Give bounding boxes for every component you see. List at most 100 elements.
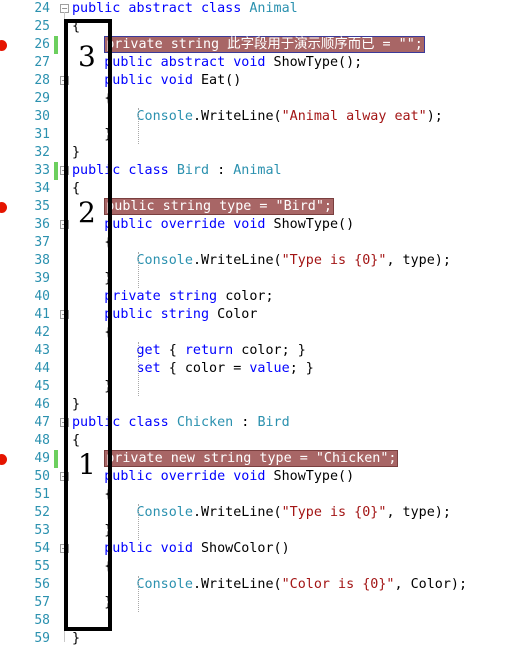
breakpoint-highlight: public string type = "Bird";: [104, 198, 334, 215]
annotation-label-3: 3: [78, 40, 96, 73]
line-number: 26: [34, 37, 50, 52]
code-token: ShowType(): [273, 217, 355, 232]
code-token: ShowType();: [273, 55, 363, 70]
code-token: {: [72, 19, 81, 34]
code-line[interactable]: set { color = value; }: [72, 360, 314, 378]
line-number: 24: [34, 1, 50, 16]
code-line[interactable]: {: [72, 18, 80, 36]
code-line[interactable]: Console.WriteLine("Color is {0}", Color)…: [72, 576, 468, 594]
change-marker: [54, 36, 58, 54]
indent-guide: [138, 342, 139, 396]
code-line[interactable]: public abstract class Animal: [72, 0, 298, 18]
code-line[interactable]: public void ShowColor(): [72, 540, 289, 558]
line-number: 56: [34, 577, 50, 592]
line-number: 49: [34, 451, 50, 466]
code-token: return: [184, 343, 234, 358]
code-token: public override void: [72, 217, 274, 232]
line-number: 43: [34, 343, 50, 358]
code-token: Console: [136, 109, 193, 124]
code-token: ShowType(): [273, 469, 355, 484]
line-number: 29: [34, 91, 50, 106]
code-line[interactable]: Console.WriteLine("Type is {0}", type);: [72, 504, 451, 522]
breakpoint-icon[interactable]: [0, 202, 7, 213]
line-number: 41: [34, 307, 50, 322]
line-number: 46: [34, 397, 50, 412]
indent-guide: [138, 252, 139, 288]
code-token: }: [72, 631, 81, 646]
code-token: public string: [72, 307, 218, 322]
line-number: 50: [34, 469, 50, 484]
code-line[interactable]: Console.WriteLine("Type is {0}", type);: [72, 252, 451, 270]
code-line[interactable]: public void Eat(): [72, 72, 241, 90]
annotation-label-2: 2: [78, 196, 96, 229]
code-token: {: [72, 181, 81, 196]
code-line[interactable]: public override void ShowType(): [72, 468, 354, 486]
code-line[interactable]: public string Color: [72, 306, 257, 324]
line-number: 33: [34, 163, 50, 178]
line-number: 47: [34, 415, 50, 430]
annotation-label-1: 1: [78, 448, 96, 481]
line-number: 35: [34, 199, 50, 214]
code-line[interactable]: get { return color; }: [72, 342, 306, 360]
code-token: ; }: [289, 361, 314, 376]
code-token: color; }: [233, 343, 306, 358]
code-line[interactable]: private new string type = "Chicken";: [72, 450, 399, 468]
code-token: public abstract class: [72, 1, 250, 16]
code-token: Console: [136, 577, 193, 592]
code-token: Color: [217, 307, 258, 322]
line-number: 44: [34, 361, 50, 376]
code-line[interactable]: public string type = "Bird";: [72, 198, 334, 216]
breakpoint-icon[interactable]: [0, 40, 7, 51]
code-token: private string: [72, 289, 226, 304]
annotation-box: [64, 19, 112, 631]
code-line[interactable]: private string color;: [72, 288, 273, 306]
line-number: 42: [34, 325, 50, 340]
code-token: .WriteLine(: [192, 505, 282, 520]
code-token: get: [72, 343, 161, 358]
code-line[interactable]: Console.WriteLine("Animal alway eat");: [72, 108, 443, 126]
code-token: Eat(): [201, 73, 242, 88]
code-token: .WriteLine(: [192, 109, 282, 124]
line-number: 25: [34, 19, 50, 34]
code-token: }: [72, 145, 81, 160]
breakpoint-icon[interactable]: [0, 454, 7, 465]
code-line[interactable]: {: [72, 432, 80, 450]
breakpoint-highlight: private string 此字段用于演示顺序而已 = "";: [104, 36, 425, 53]
code-token: , type);: [386, 253, 451, 268]
code-token: public override void: [72, 469, 274, 484]
change-marker: [54, 450, 58, 468]
code-line[interactable]: public override void ShowType(): [72, 216, 354, 234]
code-line[interactable]: public class Bird : Animal: [72, 162, 282, 180]
indent-guide: [138, 504, 139, 540]
code-line[interactable]: }: [72, 144, 80, 162]
code-token: :: [209, 163, 234, 178]
code-token: }: [72, 397, 81, 412]
code-token: );: [426, 109, 443, 124]
code-token: public abstract void: [72, 55, 274, 70]
line-number: 48: [34, 433, 50, 448]
line-number: 53: [34, 523, 50, 538]
change-marker: [54, 162, 58, 180]
indent-guide: [138, 576, 139, 612]
line-number: 45: [34, 379, 50, 394]
line-number: 54: [34, 541, 50, 556]
line-number: 27: [34, 55, 50, 70]
code-line[interactable]: }: [72, 396, 80, 414]
code-token: Console: [136, 253, 193, 268]
code-token: set: [72, 361, 161, 376]
line-number: 58: [34, 613, 50, 628]
line-number: 30: [34, 109, 50, 124]
code-line[interactable]: private string 此字段用于演示顺序而已 = "";: [72, 36, 425, 54]
code-line[interactable]: }: [72, 630, 80, 648]
line-number: 34: [34, 181, 50, 196]
code-token: .WriteLine(: [192, 577, 282, 592]
code-token: {: [160, 343, 185, 358]
code-line[interactable]: public abstract void ShowType();: [72, 54, 362, 72]
line-number: 55: [34, 559, 50, 574]
code-token: Bird: [257, 415, 290, 430]
code-token: .WriteLine(: [192, 253, 282, 268]
code-line[interactable]: {: [72, 180, 80, 198]
code-token: :: [233, 415, 258, 430]
line-number: 39: [34, 271, 50, 286]
